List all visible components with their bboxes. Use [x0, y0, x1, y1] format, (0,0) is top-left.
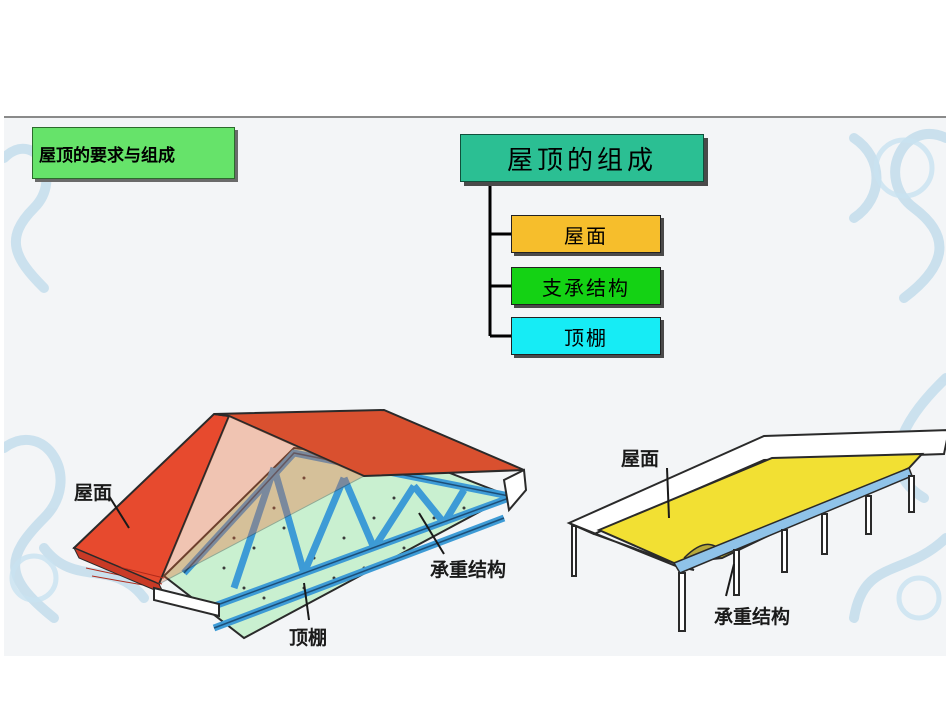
slide-heading: 屋顶的要求与组成	[32, 127, 235, 179]
label-left-roof-surface: 屋面	[74, 482, 113, 504]
roof-illustrations	[72, 408, 946, 640]
flat-roof-illustration	[566, 429, 946, 632]
roof-slab-edge	[158, 415, 366, 586]
slide: 屋顶的要求与组成 屋顶的组成 屋面 支承结构 顶棚	[4, 116, 946, 656]
roof-slab-top	[213, 408, 525, 478]
label-left-load-structure: 承重结构	[430, 559, 507, 581]
label-right-load-structure: 承重结构	[714, 606, 791, 628]
tree-root: 屋顶的组成	[460, 134, 704, 182]
tree-child-roof-surface: 屋面	[511, 215, 661, 253]
label-right-roof-surface: 屋面	[621, 448, 660, 470]
tree-child-support-structure: 支承结构	[511, 267, 661, 305]
tree-child-ceiling: 顶棚	[511, 317, 661, 355]
label-left-ceiling: 顶棚	[289, 627, 328, 649]
pitched-roof-illustration	[72, 408, 528, 640]
